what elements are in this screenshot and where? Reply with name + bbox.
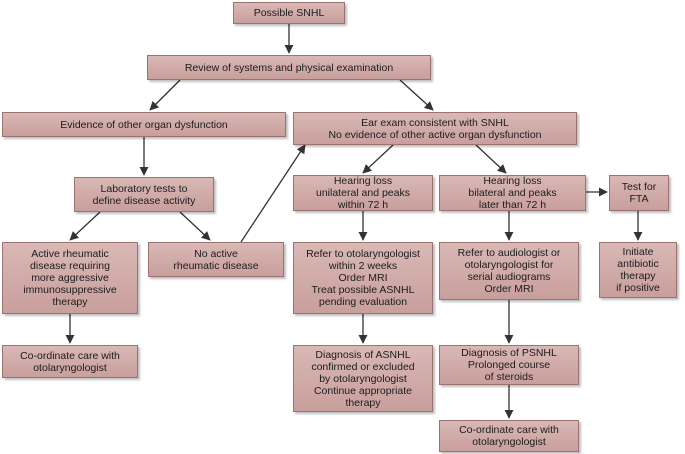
node-ear-exam: Ear exam consistent with SNHL No evidenc… [293,112,577,145]
node-line: disease requiring [30,260,110,272]
node-line: Co-ordinate care with [459,424,559,436]
arrow-ear-to-unilateral [362,144,394,174]
node-line: unilateral and peaks [316,187,410,199]
node-refer-audiologist: Refer to audiologist or otolaryngologist… [439,242,579,300]
node-line: Initiate [622,246,654,258]
node-initiate-antibiotic: Initiate antibiotic therapy if positive [599,242,677,298]
node-line: Diagnosis of ASNHL [315,348,411,361]
arrow-review-to-other-organ [149,79,181,111]
node-line: therapy [345,396,381,409]
node-coordinate-care-right: Co-ordinate care with otolaryngologist [439,420,579,452]
node-line: later than 72 h [478,199,547,211]
arrow-lab-to-no-active [179,211,211,241]
node-line: more aggressive [31,272,109,284]
node-line: rheumatic disease [173,259,259,272]
node-line: of steroids [484,371,534,383]
node-line: otolaryngologist for [464,259,554,271]
node-laboratory-tests: Laboratory tests to define disease activ… [74,177,214,212]
node-refer-otolaryngologist: Refer to otolaryngologist within 2 weeks… [293,242,433,314]
node-coordinate-care-left: Co-ordinate care with otolaryngologist [2,345,138,378]
node-line: if positive [616,282,660,294]
node-line: pending evaluation [318,296,408,308]
node-line: Refer to otolaryngologist [306,248,420,260]
node-line: Active rheumatic [31,248,109,260]
node-line: Ear exam consistent with SNHL [361,116,509,129]
node-line: Order MRI [484,283,534,295]
node-test-fta: Test for FTA [609,175,669,211]
node-line: No active [194,247,238,260]
node-line: FTA [629,193,649,205]
node-line: bilateral and peaks [468,187,557,199]
node-line: Refer to audiologist or [457,247,561,259]
node-other-organ-dysfunction: Evidence of other organ dysfunction [2,112,286,137]
arrow-no-active-to-ear-exam [240,144,306,243]
node-line: Co-ordinate care with [20,349,120,362]
node-line: Hearing loss [333,175,393,187]
arrow-ear-to-bilateral [475,144,507,174]
node-line: otolaryngologist [472,436,546,448]
node-line: Review of systems and physical examinati… [184,61,394,74]
node-line: Continue appropriate [313,384,413,397]
node-line: therapy [620,270,656,282]
node-line: Laboratory tests to [100,182,188,195]
node-line: by otolaryngologist [319,372,407,385]
node-line: Hearing loss [483,175,542,187]
node-line: No evidence of other active organ dysfun… [328,128,542,141]
node-line: Treat possible ASNHL [311,284,415,296]
node-bilateral-hearing-loss: Hearing loss bilateral and peaks later t… [439,175,586,211]
node-line: Prolonged course [467,359,551,371]
node-line: antibiotic [617,258,659,270]
node-diagnosis-asnhl: Diagnosis of ASNHL confirmed or excluded… [293,345,433,412]
node-line: Order MRI [338,272,388,284]
arrow-lab-to-active [69,211,101,241]
node-line: define disease activity [92,194,196,207]
node-review-systems: Review of systems and physical examinati… [147,55,431,80]
node-active-rheumatic: Active rheumatic disease requiring more … [2,242,138,314]
node-diagnosis-psnhl: Diagnosis of PSNHL Prolonged course of s… [439,345,579,385]
node-line: serial audiograms [467,271,551,283]
node-line: otolaryngologist [33,361,107,374]
node-line: immunosuppressive [23,284,117,296]
node-line: confirmed or excluded [311,360,415,373]
node-line: Possible SNHL [253,7,325,19]
node-line: Test for [621,181,657,193]
node-line: within 72 h [337,199,389,211]
arrow-review-to-ear-exam [399,79,434,111]
node-unilateral-hearing-loss: Hearing loss unilateral and peaks within… [293,175,433,211]
node-line: Evidence of other organ dysfunction [60,118,228,131]
node-no-active-rheumatic: No active rheumatic disease [148,242,284,277]
node-possible-snhl: Possible SNHL [233,2,345,24]
node-line: therapy [52,296,88,308]
node-line: Diagnosis of PSNHL [461,347,557,359]
node-line: within 2 weeks [328,260,398,272]
